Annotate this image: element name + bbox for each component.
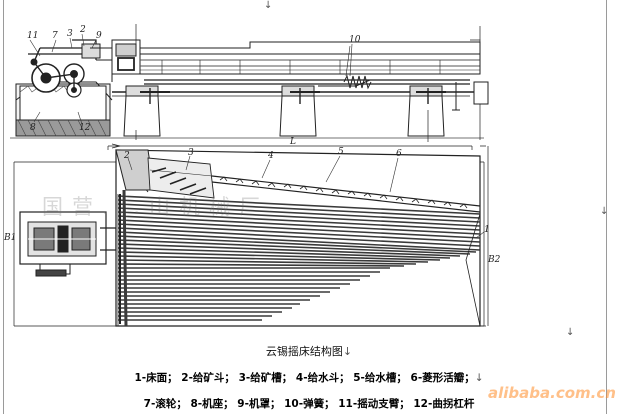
paragraph-marker-mid: ↓ (566, 327, 575, 338)
paragraph-marker-right: ↓ (600, 206, 609, 217)
side-view-labels (29, 33, 353, 125)
page-border-left (3, 0, 4, 414)
shaking-table-drawing: 11 7 3 2 9 10 8 12 (3, 24, 501, 327)
drive-head (15, 39, 113, 137)
dimension-b2: B2 (487, 255, 501, 265)
plan-view (13, 143, 489, 327)
legend-row-2: 7-滚轮； 8-机座； 9-机罩； 10-弹簧； 11-摇动支臂； 12-曲拐杠… (0, 396, 618, 411)
site-watermark: alibaba.com.cn (488, 384, 616, 402)
side-label-2: 2 (79, 25, 86, 35)
figure-caption: 云锡摇床结构图↓ (0, 343, 618, 359)
table-deck-plan (115, 149, 481, 327)
plan-label-1: 1 (484, 225, 490, 235)
side-label-12: 12 (79, 123, 91, 133)
legend-row-1-text: 1-床面； 2-给矿斗； 3-给矿槽； 4-给水斗； 5-给水槽； 6-菱形活瓣… (134, 372, 475, 384)
side-label-10: 10 (349, 35, 361, 45)
plan-view-labels (127, 155, 485, 239)
side-label-7: 7 (52, 31, 58, 41)
legend-row-1: 1-床面； 2-给矿斗； 3-给矿槽； 4-给水斗； 5-给水槽； 6-菱形活瓣… (0, 370, 618, 385)
side-view (10, 24, 489, 142)
page-border-right (606, 0, 607, 414)
riffles (117, 195, 481, 321)
side-label-3: 3 (67, 29, 73, 39)
dimension-length: L (289, 137, 296, 147)
legend-row-2-text: 7-滚轮； 8-机座； 9-机罩； 10-弹簧； 11-摇动支臂； 12-曲拐杠… (143, 398, 475, 410)
paragraph-marker-top: ↓ (264, 0, 273, 11)
plan-label-2: 2 (123, 151, 130, 161)
side-label-8: 8 (30, 123, 36, 133)
plan-label-3: 3 (188, 148, 194, 158)
plan-label-4: 4 (267, 151, 274, 161)
legend-paragraph-marker: ↓ (474, 372, 484, 384)
spring-10 (318, 45, 386, 90)
plan-label-6: 6 (396, 149, 402, 159)
plan-label-5: 5 (338, 147, 344, 157)
drive-casing (90, 39, 141, 75)
drive-unit-plan (19, 211, 117, 277)
dimension-b1: B1 (3, 233, 16, 243)
side-label-9: 9 (96, 31, 102, 41)
caption-paragraph-marker: ↓ (342, 345, 353, 358)
caption-text: 云锡摇床结构图 (265, 345, 343, 358)
side-supports (123, 82, 460, 137)
side-label-11: 11 (27, 31, 38, 41)
